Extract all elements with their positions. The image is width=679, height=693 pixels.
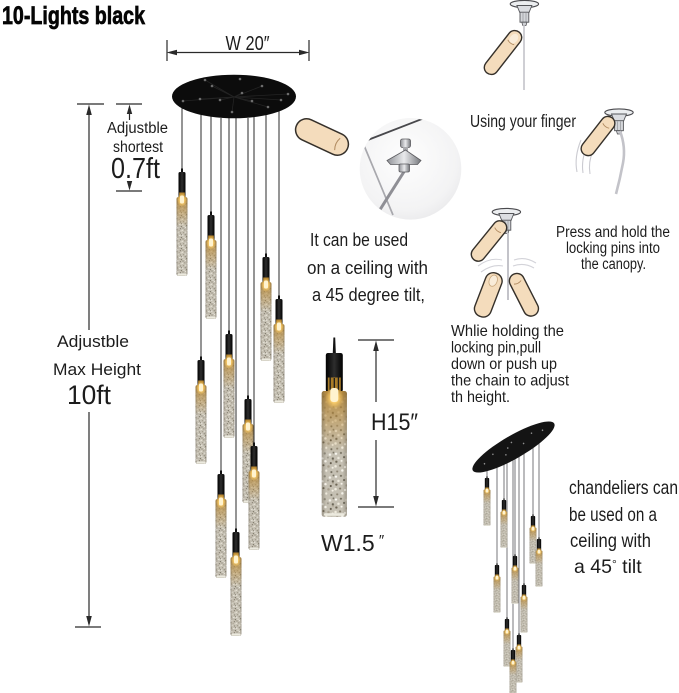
svg-text:on a ceiling with: on a ceiling with — [307, 258, 428, 278]
svg-text:down or push up: down or push up — [451, 356, 557, 373]
svg-text:a 45 degree tilt,: a 45 degree tilt, — [312, 285, 425, 305]
svg-text:the canopy.: the canopy. — [581, 256, 646, 273]
svg-text:locking pin,pull: locking pin,pull — [451, 340, 541, 357]
svg-text:Using your finger: Using your finger — [470, 111, 576, 131]
svg-text:the chain to adjust: the chain to adjust — [451, 373, 569, 390]
svg-text:chandeliers can: chandeliers can — [569, 477, 678, 499]
svg-text:ceiling with: ceiling with — [570, 530, 651, 552]
svg-text:10ft: 10ft — [67, 380, 111, 410]
svg-text:shortest: shortest — [113, 139, 164, 156]
svg-text:Whlie holding the: Whlie holding the — [451, 323, 564, 340]
svg-text:Adjustble: Adjustble — [57, 333, 129, 351]
svg-text:H15″: H15″ — [371, 409, 418, 436]
svg-text:be used on a: be used on a — [569, 504, 657, 526]
svg-text:It can be used: It can be used — [310, 230, 408, 250]
svg-text:a 45° tilt: a 45° tilt — [574, 556, 642, 578]
svg-text:Press and hold the: Press and hold the — [556, 224, 670, 241]
svg-text:W1.5 ″: W1.5 ″ — [321, 530, 385, 556]
svg-text:0.7ft: 0.7ft — [111, 153, 160, 185]
svg-text:locking pins into: locking pins into — [566, 240, 660, 257]
svg-text:Adjustble: Adjustble — [107, 120, 168, 137]
svg-text:Max Height: Max Height — [53, 361, 141, 379]
svg-text:th height.: th height. — [451, 389, 510, 406]
svg-text:W 20″: W 20″ — [226, 33, 270, 55]
svg-text:10-Lights black: 10-Lights black — [2, 2, 145, 30]
